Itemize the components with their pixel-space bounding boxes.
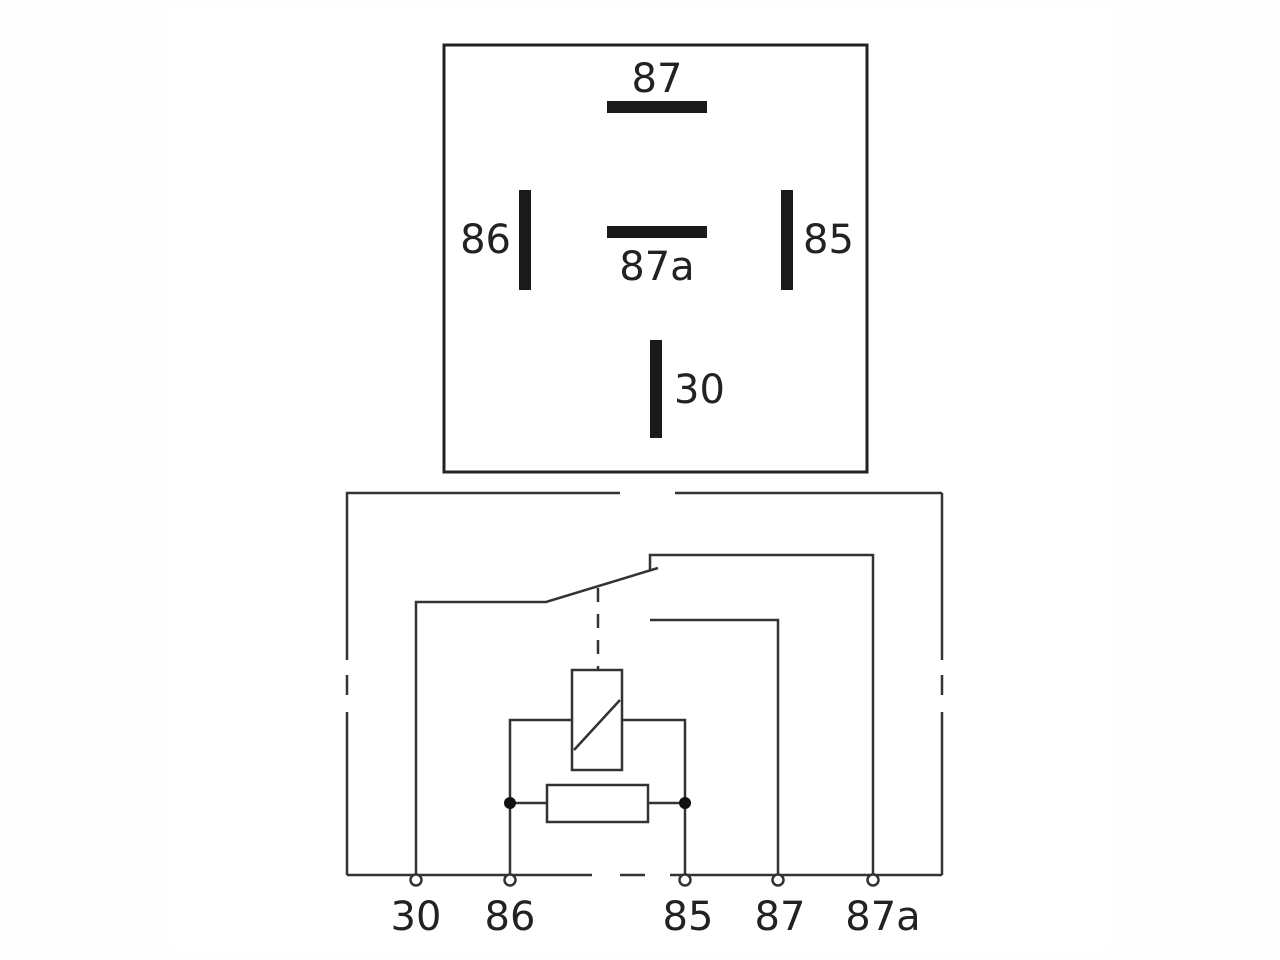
pin-85-label: 85 bbox=[803, 217, 854, 263]
terminal-87a-point bbox=[866, 873, 880, 887]
pin-87a-label: 87a bbox=[619, 244, 694, 290]
pin-85-blade bbox=[781, 190, 793, 290]
terminal-87-label: 87 bbox=[755, 894, 806, 940]
resistor bbox=[545, 783, 650, 824]
terminal-87a-label: 87a bbox=[845, 894, 920, 940]
pin-87a-blade bbox=[607, 226, 707, 238]
junction-dot-86 bbox=[504, 797, 516, 809]
relay-housing-outline bbox=[442, 43, 869, 474]
pin-30-label: 30 bbox=[674, 367, 725, 413]
pin-86-label: 86 bbox=[460, 217, 511, 263]
contact-87a-wire bbox=[648, 553, 875, 875]
coil-wire-85 bbox=[622, 718, 687, 875]
housing-top-left-edge bbox=[345, 491, 620, 660]
coil-wire-86 bbox=[508, 718, 572, 875]
terminal-30-label: 30 bbox=[391, 894, 442, 940]
terminal-30-point bbox=[409, 873, 423, 887]
pin-86-blade bbox=[519, 190, 531, 290]
switch-common-wire bbox=[414, 566, 659, 875]
contact-87-wire bbox=[650, 618, 780, 875]
terminal-86-point bbox=[503, 873, 517, 887]
relay-coil bbox=[570, 668, 624, 772]
relay-coil-slash bbox=[573, 699, 621, 751]
terminal-86-label: 86 bbox=[485, 894, 536, 940]
pin-30-blade bbox=[650, 340, 662, 438]
pin-87-label: 87 bbox=[632, 56, 683, 102]
pin-layout-view: 87 87a 86 85 30 bbox=[442, 43, 869, 474]
terminal-87-point bbox=[771, 873, 785, 887]
schematic-view bbox=[345, 491, 944, 877]
junction-dot-85 bbox=[679, 797, 691, 809]
terminal-85-point bbox=[678, 873, 692, 887]
terminal-85-label: 85 bbox=[663, 894, 714, 940]
pin-87-blade bbox=[607, 101, 707, 113]
